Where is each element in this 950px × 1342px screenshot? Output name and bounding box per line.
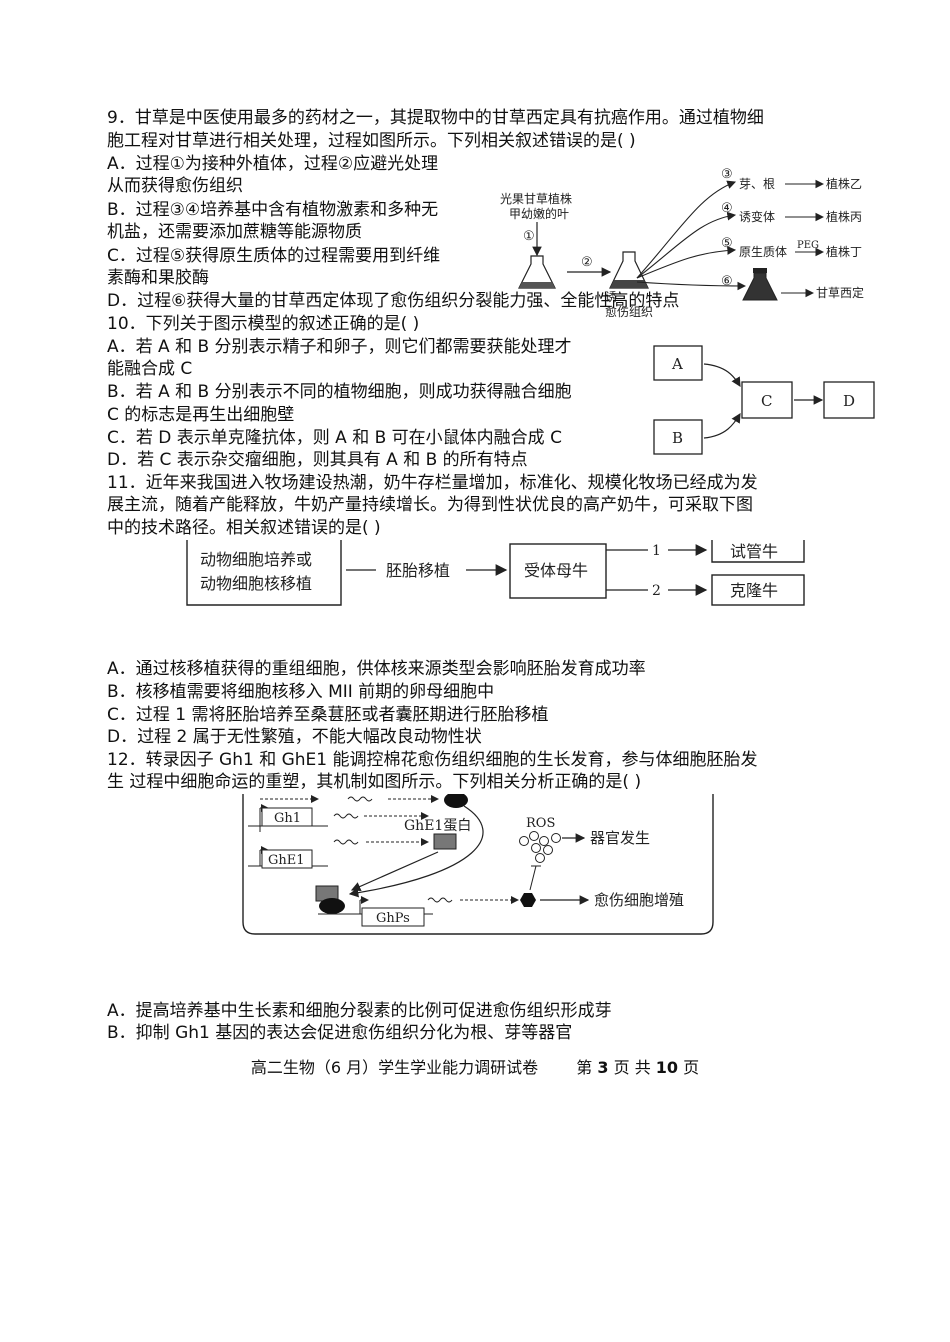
q11-box1-line1: 动物细胞培养或 [200,550,312,569]
ghps-protein-icon [520,893,536,907]
q11-route1: 1 [652,543,661,559]
q10-box-a [653,345,703,381]
q12-out1: 器官发生 [590,829,650,847]
q9-option-a-line1: A．过程①为接种外植体，过程②应避光处理 [107,154,439,174]
q11-stem-line3: 中的技术路径。相关叙述错误的是( ) [107,518,381,538]
q10-option-b-line1: B．若 A 和 B 分别表示不同的植物细胞，则成功获得融合细胞 [107,382,572,402]
q9-fig-step2: ② [581,255,593,270]
q12-gene-ghps: GhPs [376,911,410,926]
q12-option-b: B．抑制 Gh1 基因的表达会促进愈伤组织分化为根、芽等器官 [107,1023,573,1043]
q11-option-a: A．通过核移植获得的重组细胞，供体核来源类型会影响胚胎发育成功率 [107,659,646,679]
q9-figure: 光果甘草植株 甲幼嫩的叶 ① ② 诱 愈伤组织 ③ ④ ⑤ ⑥ 芽、根 诱变体 … [500,167,864,319]
q9-fig-result5: 植株丁 [826,244,862,259]
q11-out2: 克隆牛 [730,581,778,600]
q11-option-c: C．过程 1 需将胚胎培养至桑葚胚或者囊胚期进行胚胎移植 [107,705,549,725]
q10-option-c: C．若 D 表示单克隆抗体，则 A 和 B 可在小鼠体内融合成 C [107,428,562,448]
q9-option-d: D．过程⑥获得大量的甘草西定体现了愈伤组织分裂能力强、全能性高的特点 [107,291,680,311]
q12-gene-ghe1: GhE1 [268,853,305,868]
q9-fig-flask-label1: 诱 [605,290,617,304]
q10-box-d [823,381,875,419]
q12-out2: 愈伤细胞增殖 [594,891,684,909]
footer-total-pages: 10 [655,1058,679,1077]
q10-figure: A B C D [653,345,875,455]
footer-page-number: 3 [597,1058,609,1077]
footer-title: 高二生物（6 月）学生学业能力调研试卷 [250,1058,539,1077]
q10-option-b-line2: C 的标志是再生出细胞壁 [107,405,295,425]
flask-icon-3 [742,268,778,301]
q11-option-d: D．过程 2 属于无性繁殖，不能大幅改良动物性状 [107,727,482,747]
q9-option-a-line2: 从而获得愈伤组织 [107,176,243,196]
q10-box-c [741,381,793,419]
ghe1-protein-icon [433,833,457,850]
q9-fig-branch5: 原生质体 [739,245,787,259]
q11-box2: 受体母牛 [524,561,588,580]
q9-fig-flask-label2: 愈伤组织 [605,304,653,319]
q10-option-d: D．若 C 表示杂交瘤细胞，则其具有 A 和 B 的所有特点 [107,450,528,470]
q10-label-d: D [843,392,855,410]
q9-fig-result4: 植株丙 [826,209,862,224]
q12-option-a: A．提高培养基中生长素和细胞分裂素的比例可促进愈伤组织形成芽 [107,1001,612,1021]
q11-stem-line2: 展主流，随着产能释放，牛奶产量持续增长。为得到性状优良的高产奶牛，可采取下图 [107,495,753,515]
q9-fig-step6: ⑥ [721,274,733,289]
q11-figure: 动物细胞培养或 动物细胞核移植 胚胎移植 受体母牛 1 2 试管牛 克隆牛 [186,540,805,606]
gh1-protein-icon [444,794,468,808]
q11-out1: 试管牛 [730,542,778,561]
footer-page-mid: 页 共 [608,1058,656,1077]
q9-option-b-line1: B．过程③④培养基中含有植物激素和多种无 [107,200,439,220]
footer-page-prefix: 第 [576,1058,598,1077]
q10-label-c: C [761,392,772,410]
q9-stem-line1: 9．甘草是中医使用最多的药材之一，其提取物中的甘草西定具有抗癌作用。通过植物细 [107,108,764,128]
gh1-bound-icon [319,898,345,914]
q9-stem-line2: 胞工程对甘草进行相关处理，过程如图所示。下列相关叙述错误的是( ) [107,131,636,151]
q12-protein-label: GhE1蛋白 [404,818,471,834]
q10-label-a: A [671,355,683,373]
q12-figure: Gh1 GhE1蛋白 GhE1 GhPs 愈伤细胞增殖 ROS 器官发生 [242,794,714,935]
q10-option-a-line1: A．若 A 和 B 分别表示精子和卵子，则它们都需要获能处理才 [107,337,572,357]
q12-stem-line1: 12．转录因子 Gh1 和 GhE1 能调控棉花愈伤组织细胞的生长发育，参与体细… [107,750,758,770]
q9-fig-step5: ⑤ [721,236,733,251]
q11-option-b: B．核移植需要将细胞核移入 MII 前期的卵母细胞中 [107,682,495,702]
q9-fig-branch3: 芽、根 [739,177,775,191]
q10-stem: 10．下列关于图示模型的叙述正确的是( ) [107,314,420,334]
q9-fig-result6: 甘草西定 [816,285,864,300]
q12-stem-line2: 生 过程中细胞命运的重塑，其机制如图所示。下列相关分析正确的是( ) [107,772,642,792]
q11-arrow1-label: 胚胎移植 [386,561,450,580]
q9-fig-step1: ① [523,229,535,244]
q9-fig-branch4: 诱变体 [739,209,775,224]
q9-fig-source-line2: 甲幼嫩的叶 [509,206,569,221]
q11-route2: 2 [652,583,661,599]
q9-fig-peg: PEG [797,240,819,251]
q10-box-b [653,419,703,455]
q10-label-b: B [672,429,683,447]
q12-ros-label: ROS [526,816,555,831]
q9-option-c-line2: 素酶和果胶酶 [107,268,209,288]
q11-stem-line1: 11．近年来我国进入牧场建设热潮，奶牛存栏量增加，标准化、规模化牧场已经成为发 [107,473,758,493]
q9-fig-step3: ③ [721,167,733,182]
q9-fig-source-line1: 光果甘草植株 [500,191,572,206]
q12-gene-gh1: Gh1 [274,811,301,826]
q9-fig-result3: 植株乙 [826,176,862,191]
q9-option-b-line2: 机盐，还需要添加蔗糖等能源物质 [107,222,362,242]
q11-box1-line2: 动物细胞核移植 [200,574,312,593]
flask-icon-1 [518,255,556,289]
q9-fig-step4: ④ [721,201,733,216]
footer-page-suffix: 页 [678,1058,700,1077]
page-footer: 高二生物（6 月）学生学业能力调研试卷 第 3 页 共 10 页 [0,1058,950,1078]
q10-option-a-line2: 能融合成 C [107,359,193,379]
q9-option-c-line1: C．过程⑤获得原生质体的过程需要用到纤维 [107,246,441,266]
